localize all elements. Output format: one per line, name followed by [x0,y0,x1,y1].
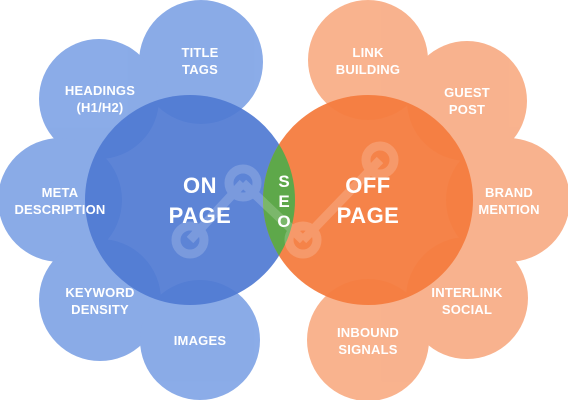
on-page-title-line2: PAGE [169,203,232,228]
petal-label-interlink: INTERLINK [431,285,503,300]
petal-title-tags [139,0,263,124]
petal-label-signals: SIGNALS [338,342,397,357]
petal-label-post: POST [449,102,485,117]
petal-label-description: DESCRIPTION [14,202,105,217]
on-page-title-line1: ON [183,173,217,198]
petal-label-tags: TAGS [182,62,218,77]
on-page-labels: TITLE TAGS HEADINGS (H1/H2) META DESCRIP… [14,45,226,348]
petal-label-social: SOCIAL [442,302,492,317]
off-page-title-line2: PAGE [337,203,400,228]
seo-letter-s: S [278,172,289,191]
petal-label-keyword: KEYWORD [65,285,134,300]
seo-letter-e: E [278,192,289,211]
petal-label-brand: BRAND [485,185,533,200]
off-page-title-line1: OFF [345,173,391,198]
petal-label-meta: META [42,185,79,200]
petal-label-images: IMAGES [174,333,227,348]
petal-label-link: LINK [352,45,384,60]
petal-images [140,280,260,400]
gear-icon [171,141,399,259]
seo-letter-o: O [277,212,290,231]
petal-label-h1h2: (H1/H2) [77,100,124,115]
petal-label-headings: HEADINGS [65,83,135,98]
petal-label-mention: MENTION [478,202,539,217]
petal-brand-mention [446,138,568,262]
petal-inbound-signals [307,279,429,400]
off-page-labels: LINK BUILDING GUEST POST BRAND MENTION I… [336,45,540,357]
petal-label-density: DENSITY [71,302,129,317]
petal-label-inbound: INBOUND [337,325,399,340]
petal-label-title: TITLE [181,45,218,60]
off-page-circle [263,95,473,305]
petal-link-building [308,0,428,120]
petal-label-building: BUILDING [336,62,400,77]
petal-label-guest: GUEST [444,85,490,100]
on-page-circle [85,95,295,305]
